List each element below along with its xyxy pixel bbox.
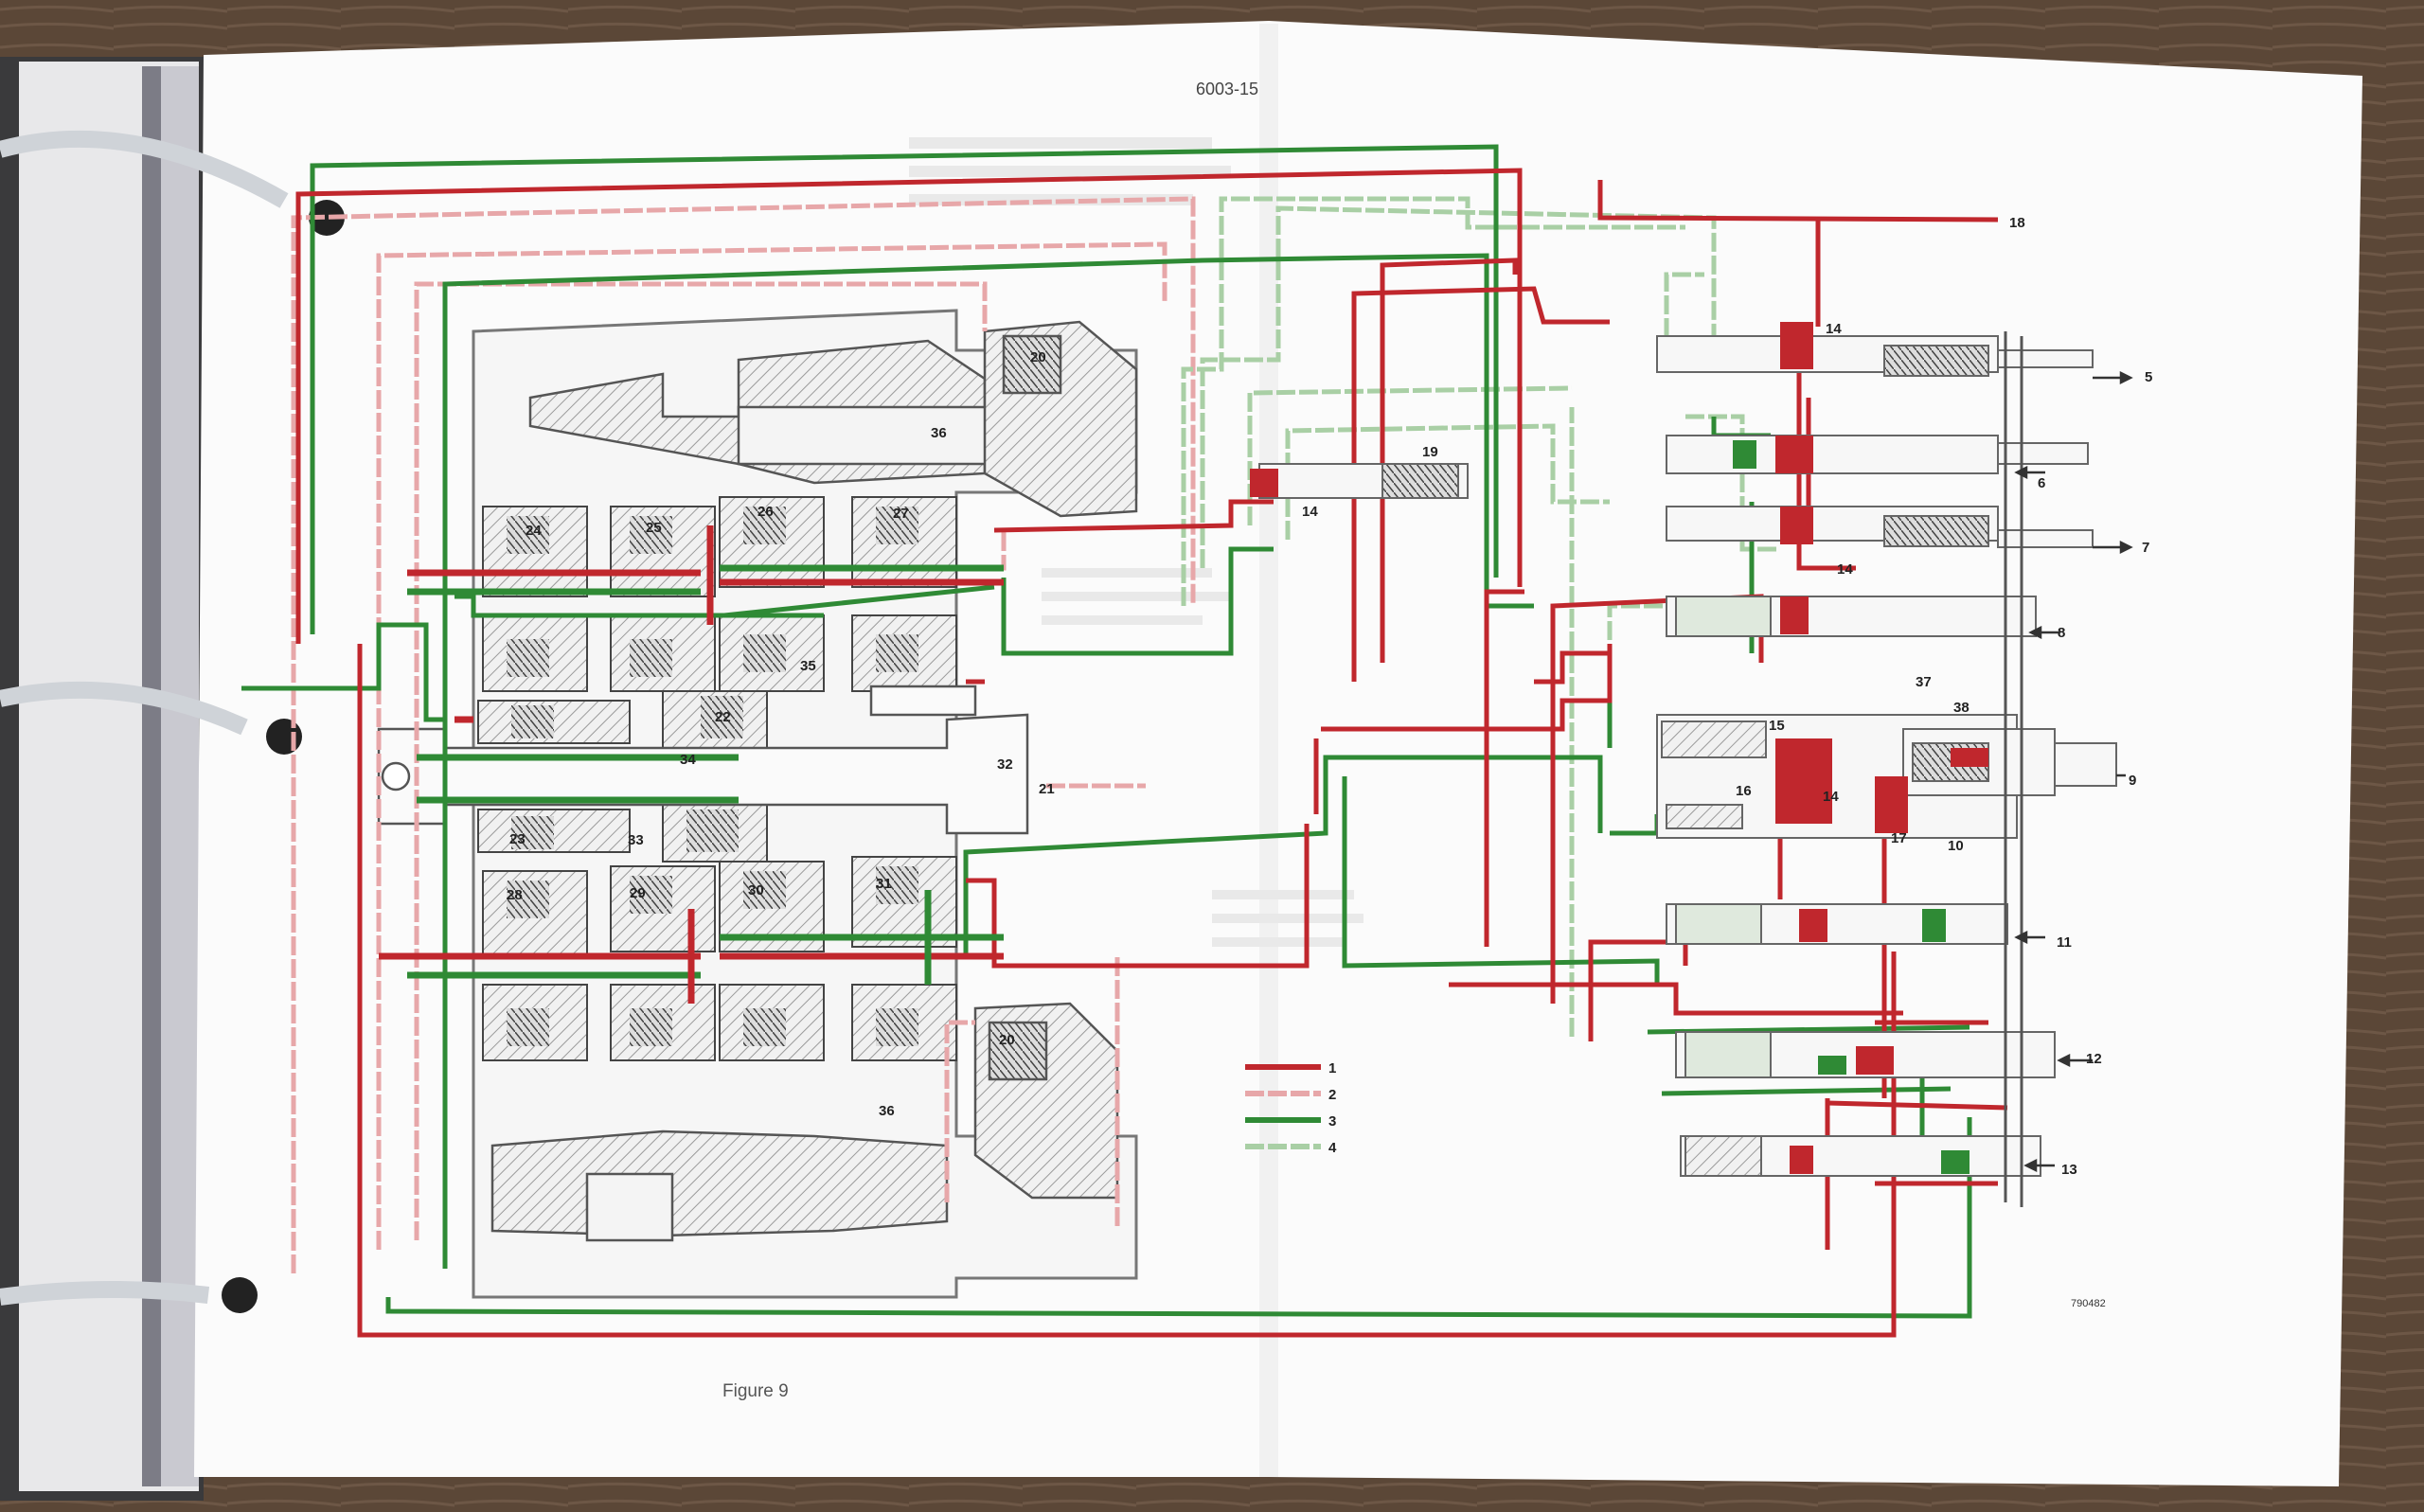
callout-8: 8: [2058, 625, 2065, 641]
callout-36-b: 36: [879, 1103, 895, 1119]
punch-hole: [309, 200, 345, 236]
shaft-oil-passages: [379, 525, 1004, 1004]
callout-24: 24: [526, 523, 542, 539]
callout-14-a: 14: [1826, 321, 1842, 337]
callout-12: 12: [2086, 1051, 2102, 1067]
callout-28: 28: [507, 887, 523, 903]
reference-code: 790482: [2071, 1298, 2106, 1309]
callout-27: 27: [893, 506, 909, 522]
callout-10: 10: [1948, 838, 1964, 854]
binder-ring-middle: [0, 681, 248, 736]
callout-35: 35: [800, 658, 816, 674]
lower-casting: [490, 1002, 1119, 1242]
valve-pressure-chambers: [1250, 322, 1988, 1174]
legend: 1 2 3 4: [1245, 1060, 1337, 1156]
callout-14-b: 14: [1837, 561, 1853, 578]
callout-37: 37: [1916, 674, 1932, 690]
callout-32: 32: [997, 756, 1013, 773]
callout-15: 15: [1769, 718, 1785, 734]
callout-38: 38: [1953, 700, 1970, 716]
callout-7: 7: [2142, 540, 2149, 556]
callout-labels: 5 6 7 8 9 10 11 12 13 14 14 14 14 15 16 …: [507, 215, 2152, 1178]
bleed-through-text: [909, 137, 1364, 947]
callout-23: 23: [509, 831, 526, 847]
callout-20-a: 20: [1030, 349, 1046, 365]
callout-26: 26: [758, 504, 774, 520]
punch-hole: [222, 1277, 258, 1313]
callout-20-b: 20: [999, 1032, 1015, 1048]
punch-hole: [266, 719, 302, 755]
legend-label-2: 2: [1328, 1087, 1336, 1103]
line-pressure-red: [295, 168, 2008, 1338]
legend-label-3: 3: [1328, 1113, 1336, 1130]
valve-green-chambers: [1733, 440, 1970, 1174]
clutch-plates: [507, 507, 918, 1046]
legend-label-4: 4: [1328, 1140, 1337, 1156]
page-header: 6003-15: [1196, 80, 1258, 98]
callout-16: 16: [1736, 783, 1752, 799]
callout-18: 18: [2009, 215, 2025, 231]
callout-13: 13: [2061, 1162, 2077, 1178]
callout-14-c: 14: [1302, 504, 1318, 520]
callout-14-d: 14: [1823, 789, 1839, 805]
callout-9: 9: [2129, 773, 2136, 789]
binder-ring-bottom: [0, 1280, 210, 1306]
upper-casting: [528, 320, 1138, 518]
page-center-fold: [1259, 24, 1278, 1477]
port-arrows: [2014, 370, 2133, 1173]
legend-label-1: 1: [1328, 1060, 1336, 1076]
figure-caption: Figure 9: [722, 1381, 789, 1401]
callout-5: 5: [2145, 369, 2152, 385]
callout-19: 19: [1422, 444, 1438, 460]
callout-36-a: 36: [931, 425, 947, 441]
callout-31: 31: [876, 876, 892, 892]
callout-11: 11: [2057, 934, 2072, 951]
callout-22: 22: [715, 709, 731, 725]
callout-6: 6: [2038, 475, 2045, 491]
callout-25: 25: [646, 520, 662, 536]
valve-bank: [1258, 335, 2117, 1177]
valve-bank-frame: [2004, 331, 2023, 1207]
callout-21: 21: [1039, 781, 1055, 797]
callout-29: 29: [630, 885, 646, 901]
line-return-pink: [291, 196, 1196, 1273]
binder-ring-top: [0, 130, 289, 208]
callout-17: 17: [1891, 830, 1907, 846]
line-light-green: [1181, 196, 1780, 1037]
binder-left-stack: [0, 57, 204, 1501]
callout-30: 30: [748, 882, 764, 898]
line-green: [241, 144, 1972, 1319]
callout-34: 34: [680, 752, 696, 768]
callout-33: 33: [628, 832, 644, 848]
